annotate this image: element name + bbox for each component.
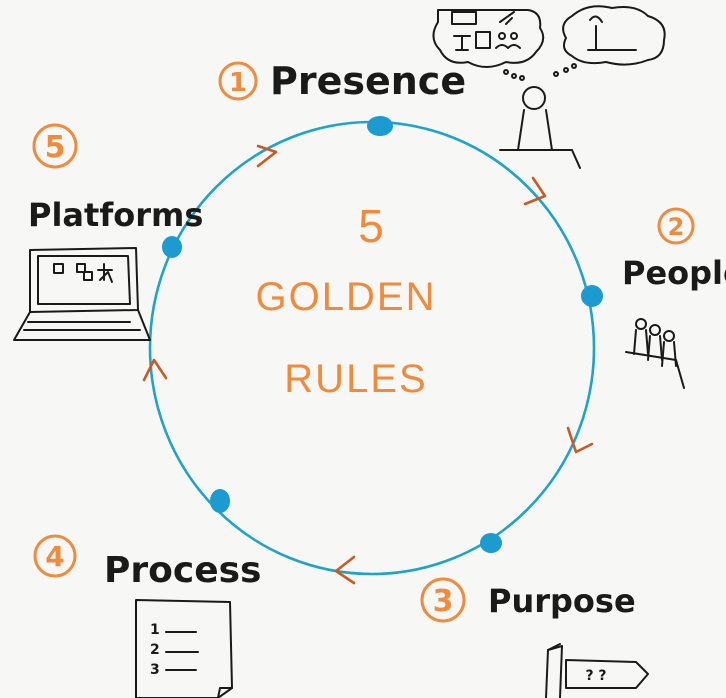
rule-presence: 1 Presence	[218, 59, 466, 103]
group-icon	[625, 318, 685, 389]
rule-number-badge	[218, 61, 258, 101]
person-thinking-icon	[432, 5, 666, 169]
rule-number: 4	[45, 540, 64, 573]
laptop-icon	[13, 247, 151, 341]
arrow-bottom	[334, 555, 356, 585]
checklist-item-3: 3	[150, 662, 160, 678]
checklist-item-2: 2	[150, 642, 160, 658]
node-presence	[367, 116, 393, 136]
rule-platforms: 5 Platforms	[28, 123, 203, 234]
rule-label: Purpose	[488, 582, 636, 620]
node-people	[581, 285, 603, 307]
rule-number: 5	[45, 130, 66, 165]
arrow-left	[142, 358, 168, 382]
title-number: 5	[358, 200, 386, 252]
node-process	[210, 489, 230, 513]
rule-purpose: 3 Purpose	[420, 577, 636, 623]
arrow-top-right	[523, 176, 547, 206]
rule-number: 1	[229, 68, 247, 98]
arrow-top-left	[256, 144, 278, 168]
rule-number-badge	[657, 207, 695, 245]
rule-label: People	[622, 254, 726, 292]
rule-number-badge	[32, 123, 78, 169]
signpost-icon: ? ?	[545, 643, 649, 698]
cycle-arrows	[142, 144, 594, 585]
node-platforms	[162, 236, 182, 258]
checklist-item-1: 1	[150, 622, 160, 638]
rule-label: Presence	[270, 59, 466, 103]
sign-text: ? ?	[585, 668, 606, 684]
title-line1: GOLDEN	[256, 275, 437, 319]
center-title: 5 GOLDEN RULES	[256, 200, 437, 401]
checklist-icon: 1 2 3	[135, 599, 233, 698]
rule-number: 3	[433, 584, 454, 619]
rule-label: Platforms	[28, 196, 203, 234]
arrow-right	[566, 426, 594, 454]
rule-people: 2 People	[622, 207, 726, 292]
rule-number: 2	[668, 213, 685, 241]
node-purpose	[480, 533, 502, 553]
rule-process: 4 Process	[33, 534, 261, 591]
cycle-nodes	[162, 116, 603, 553]
rule-number-badge	[33, 534, 77, 578]
rule-label: Process	[104, 550, 261, 591]
title-line2: RULES	[284, 357, 427, 401]
rule-number-badge	[420, 577, 466, 623]
